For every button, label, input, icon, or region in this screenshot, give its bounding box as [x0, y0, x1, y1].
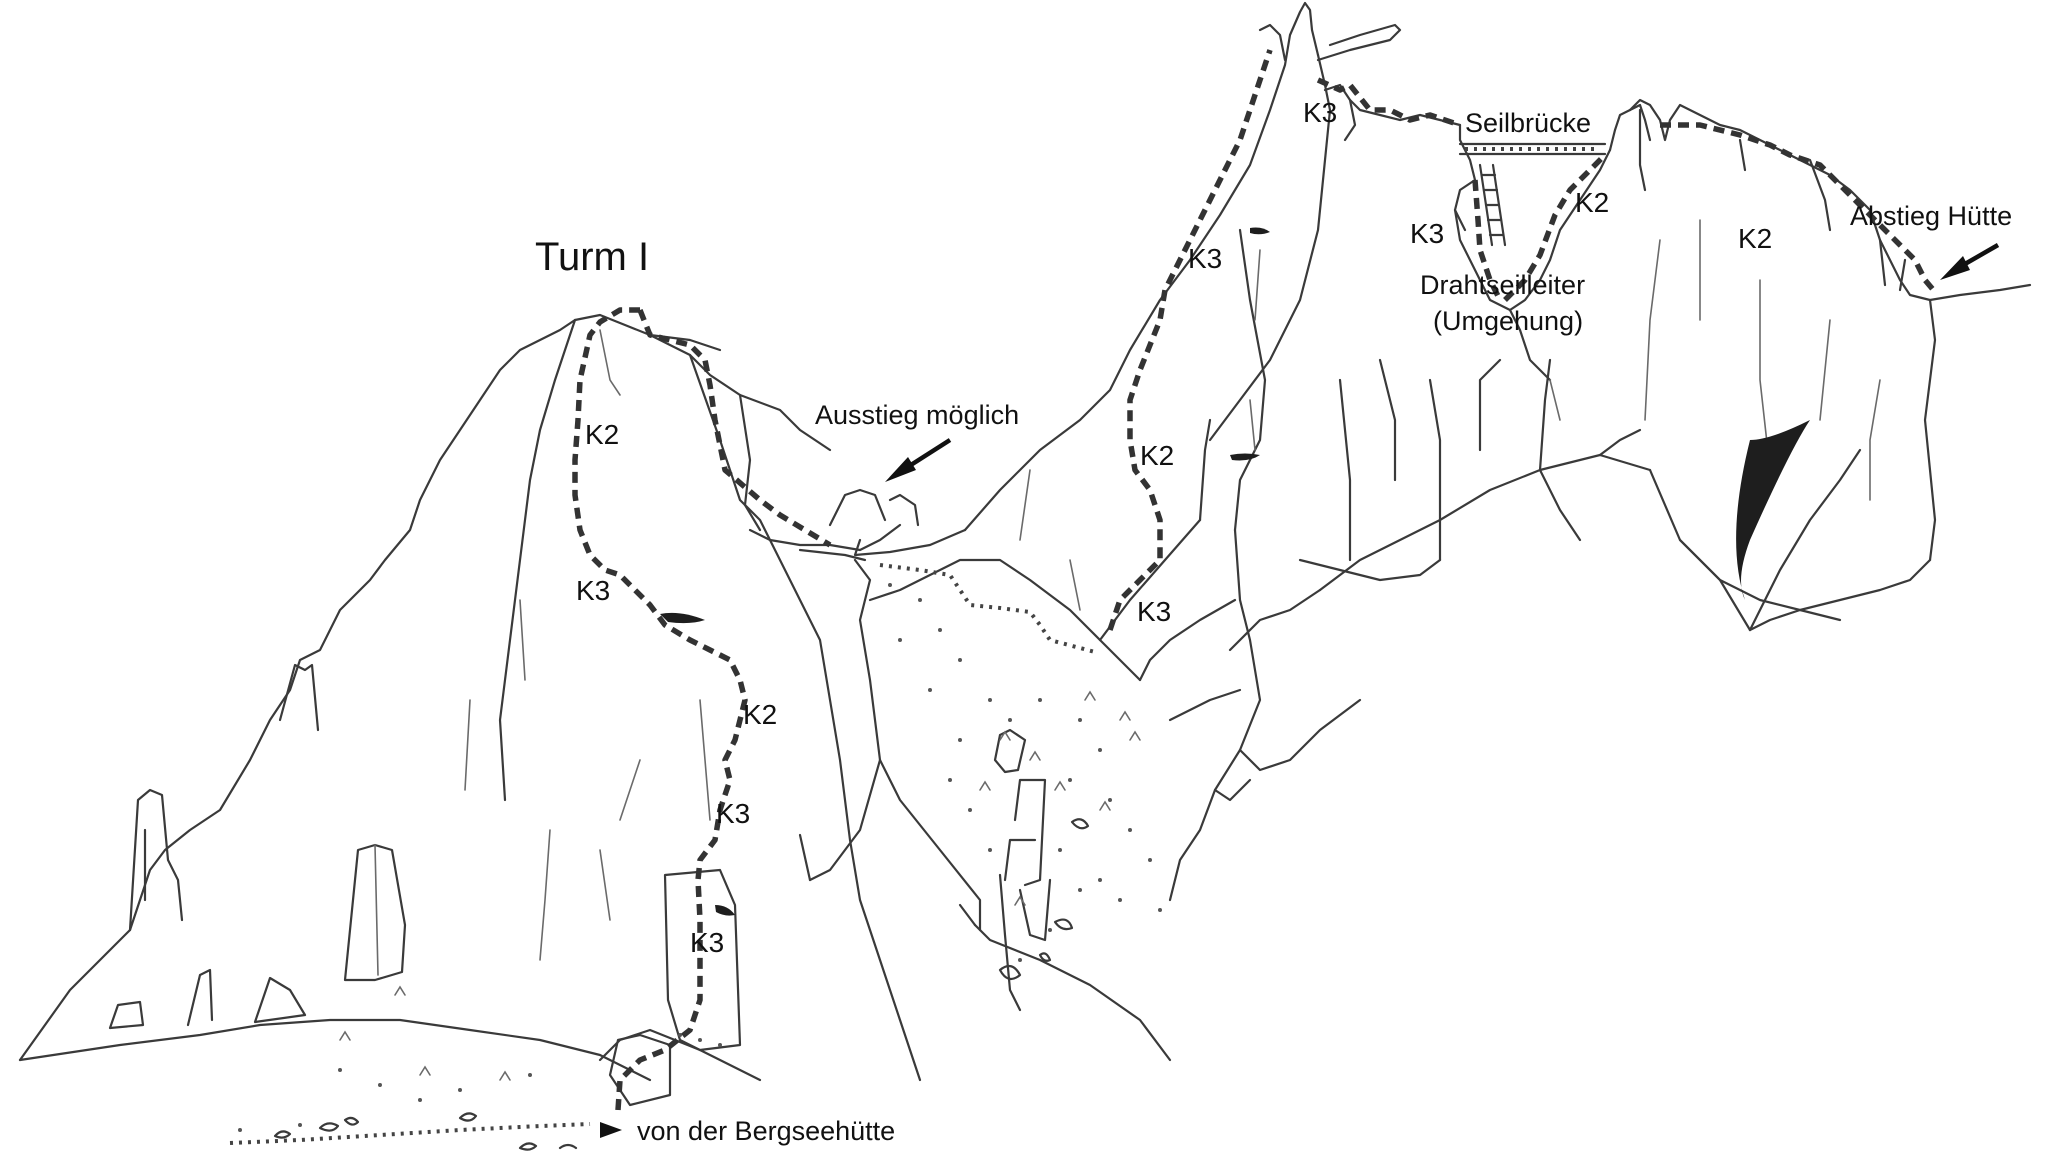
grade-label: K2: [1738, 223, 1772, 254]
grade-label: K3: [690, 927, 724, 958]
grade-label: K2: [743, 699, 777, 730]
label-turm-1: Turm I: [535, 235, 649, 279]
grade-label: K3: [1410, 218, 1444, 249]
grade-label: K2: [585, 419, 619, 450]
label-umgehung: (Umgehung): [1433, 306, 1583, 336]
label-drahtseilleiter: Drahtseilleiter: [1420, 270, 1585, 300]
seilbruecke-graphic: [1458, 142, 1607, 247]
label-zustieg: von der Bergseehütte: [637, 1116, 895, 1146]
route-middle-ascent: [1107, 49, 1273, 631]
grade-label: K2: [1575, 187, 1609, 218]
label-seilbruecke: Seilbrücke: [1465, 108, 1591, 138]
text-labels: Turm I Ausstieg möglich Seilbrücke Draht…: [535, 97, 2012, 1146]
rock-outlines: [18, 1, 2032, 1107]
arrow-abstieg-head: [1940, 256, 1970, 280]
chimney-marks: [660, 227, 1810, 916]
arrow-zustieg-head: [600, 1122, 622, 1138]
arrows: [600, 243, 2000, 1138]
route-turm1-descent: [637, 308, 832, 548]
route-lines: [572, 49, 1938, 1111]
label-ausstieg: Ausstieg möglich: [815, 400, 1019, 430]
label-abstieg-huette: Abstieg Hütte: [1850, 201, 2012, 231]
grade-label: K3: [716, 798, 750, 829]
route-right-ridge: [1660, 122, 1938, 294]
grade-label: K3: [1188, 243, 1222, 274]
route-ladder-right: [1503, 153, 1607, 302]
route-summit-ridge: [1316, 77, 1461, 128]
grade-label: K3: [576, 575, 610, 606]
scree-field: [229, 563, 1162, 1151]
grade-label: K3: [1137, 596, 1171, 627]
grade-label: K3: [1303, 97, 1337, 128]
route-turm1-ascent: [572, 307, 748, 1111]
arrow-ausstieg-head: [885, 457, 916, 482]
grade-label: K2: [1140, 440, 1174, 471]
route-ladder-left: [1472, 179, 1503, 302]
